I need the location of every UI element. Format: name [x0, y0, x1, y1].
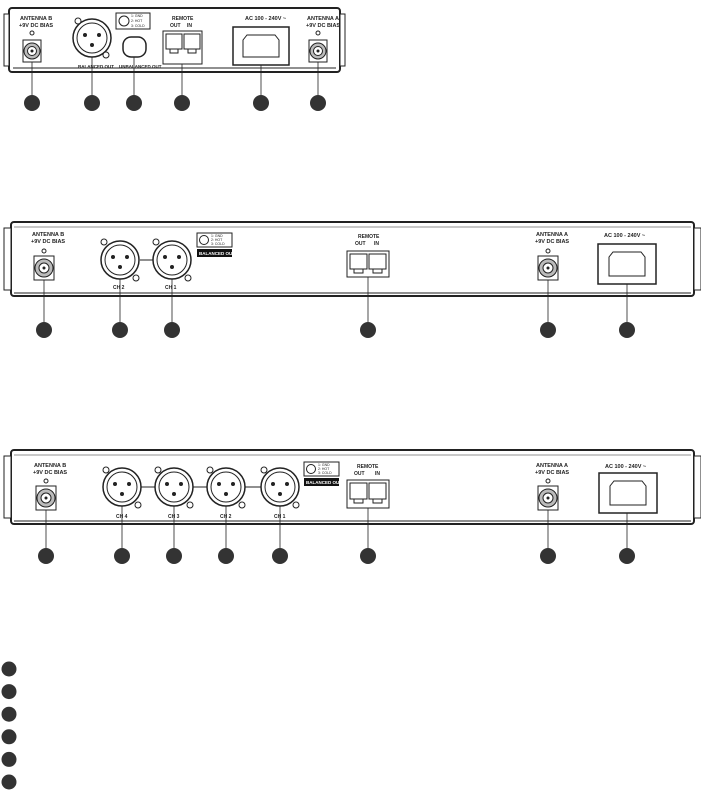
callout-marker	[114, 548, 130, 564]
svg-text:OUT: OUT	[354, 471, 365, 477]
xlr-connector-ch1[interactable]	[152, 238, 192, 282]
xlr-pin-diagram-1: 1: GND 2: HOT 3: COLD	[115, 12, 151, 30]
rear-panel-3: ANTENNA B +9V DC BIAS CH 4	[3, 449, 701, 564]
antenna-b-label-3: ANTENNA B	[34, 463, 66, 469]
callout-marker	[253, 95, 269, 111]
callout-markers-2	[36, 322, 635, 338]
antenna-b-bias-label-1: +9V DC BIAS	[19, 23, 53, 29]
remote-label-2: REMOTE	[358, 234, 380, 240]
callout-marker	[84, 95, 100, 111]
legend-markers	[1, 661, 17, 790]
xlr-connector-ch1-b[interactable]	[260, 466, 300, 509]
svg-text:OUT: OUT	[355, 241, 366, 247]
xlr-connector-ch2-b[interactable]	[206, 466, 246, 509]
svg-text:2: HOT: 2: HOT	[318, 467, 330, 471]
antenna-b-label-2: ANTENNA B	[32, 232, 64, 238]
callout-marker	[174, 95, 190, 111]
svg-text:OUT: OUT	[170, 23, 181, 29]
callout-marker	[619, 548, 635, 564]
xlr-connector-ch3[interactable]	[154, 466, 194, 509]
legend-marker	[1, 729, 17, 745]
callout-marker	[126, 95, 142, 111]
antenna-a-connector-1[interactable]	[308, 39, 328, 63]
legend-marker	[1, 751, 17, 767]
svg-text:1: GND: 1: GND	[318, 463, 330, 467]
callout-marker	[540, 322, 556, 338]
antenna-b-bias-label-3: +9V DC BIAS	[33, 470, 67, 476]
xlr-connector-ch2[interactable]	[100, 238, 140, 282]
svg-text:IN: IN	[374, 241, 379, 247]
remote-ports-2[interactable]	[346, 250, 390, 278]
svg-text:3: COLD: 3: COLD	[131, 24, 145, 28]
xlr-connector-ch4[interactable]	[102, 466, 142, 509]
xlr-pin-diagram-3: 1: GND 2: HOT 3: COLD	[303, 461, 340, 477]
rear-panel-1: ANTENNA B +9V DC BIAS 1: GND 2: HOT 3: C…	[3, 7, 346, 111]
antenna-a-label-2: ANTENNA A	[536, 232, 568, 238]
antenna-a-connector-3[interactable]	[537, 485, 559, 511]
ch1-label: CH 1	[165, 285, 177, 291]
xlr-pin-diagram-2: 1: GND 2: HOT 3: COLD	[196, 232, 233, 248]
callout-marker	[619, 322, 635, 338]
svg-text:2: HOT: 2: HOT	[211, 238, 223, 242]
callout-marker	[310, 95, 326, 111]
callout-marker	[166, 548, 182, 564]
svg-text:1: GND: 1: GND	[131, 14, 143, 18]
ch2-label: CH 2	[113, 285, 125, 291]
unbalanced-out-jack-1[interactable]	[122, 36, 147, 58]
antenna-a-connector-2[interactable]	[537, 255, 559, 281]
callout-marker	[38, 548, 54, 564]
balanced-out-label-3: BALANCED OUT	[306, 480, 342, 485]
antenna-a-bias-label-3: +9V DC BIAS	[535, 470, 569, 476]
callout-marker	[272, 548, 288, 564]
remote-label-3: REMOTE	[357, 464, 379, 470]
callout-marker	[540, 548, 556, 564]
antenna-a-label-1: ANTENNA A	[307, 16, 339, 22]
callout-marker	[360, 322, 376, 338]
callout-marker	[360, 548, 376, 564]
remote-ports-1[interactable]	[162, 30, 203, 65]
remote-label-1: REMOTE	[172, 16, 194, 22]
legend-marker	[1, 661, 17, 677]
callout-marker	[218, 548, 234, 564]
callout-marker	[36, 322, 52, 338]
ac-power-inlet-1[interactable]	[232, 26, 290, 66]
antenna-b-connector-2[interactable]	[33, 255, 55, 281]
ac-label-2: AC 100 - 240V ~	[604, 233, 645, 239]
ac-power-inlet-3[interactable]	[598, 472, 658, 514]
svg-text:3: COLD: 3: COLD	[211, 242, 225, 246]
rear-panel-2: ANTENNA B +9V DC BIAS CH 2	[3, 221, 701, 338]
svg-text:IN: IN	[187, 23, 192, 29]
balanced-xlr-connector-1[interactable]	[72, 17, 112, 59]
legend-marker	[1, 774, 17, 790]
callout-marker	[24, 95, 40, 111]
legend-marker	[1, 684, 17, 700]
antenna-b-label-1: ANTENNA B	[20, 16, 52, 22]
legend-marker	[1, 706, 17, 722]
callout-markers-1	[24, 95, 326, 111]
callout-marker	[112, 322, 128, 338]
antenna-a-label-3: ANTENNA A	[536, 463, 568, 469]
callout-marker	[164, 322, 180, 338]
ac-power-inlet-2[interactable]	[597, 243, 657, 285]
svg-text:1: GND: 1: GND	[211, 234, 223, 238]
svg-text:3: COLD: 3: COLD	[318, 471, 332, 475]
antenna-b-bias-label-2: +9V DC BIAS	[31, 239, 65, 245]
ac-label-1: AC 100 - 240V ~	[245, 16, 286, 22]
antenna-a-bias-label-1: +9V DC BIAS	[306, 23, 340, 29]
antenna-a-bias-label-2: +9V DC BIAS	[535, 239, 569, 245]
balanced-out-label-1: BALANCED OUT	[78, 64, 114, 69]
balanced-out-label-2: BALANCED OUT	[199, 251, 235, 256]
remote-ports-3[interactable]	[346, 479, 390, 509]
svg-text:2: HOT: 2: HOT	[131, 19, 143, 23]
antenna-b-connector-1[interactable]	[22, 39, 42, 63]
callout-markers-3	[38, 548, 635, 564]
antenna-b-connector-3[interactable]	[35, 485, 57, 511]
svg-text:IN: IN	[375, 471, 380, 477]
ac-label-3: AC 100 - 240V ~	[605, 464, 646, 470]
unbalanced-out-label-1: UNBALANCED OUT	[119, 64, 162, 69]
